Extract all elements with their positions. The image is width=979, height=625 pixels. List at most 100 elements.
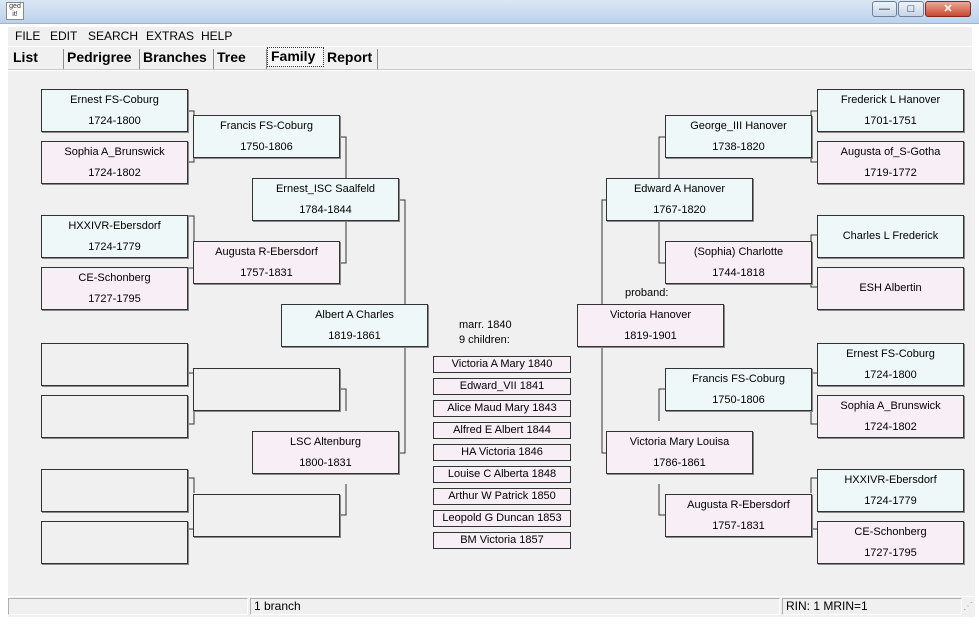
person-dates: 1784-1844 bbox=[299, 204, 352, 216]
child-box[interactable]: Louise C Alberta 1848 bbox=[433, 466, 571, 483]
resize-grip-icon[interactable]: ⋰ bbox=[963, 601, 973, 612]
empty-person-box[interactable] bbox=[41, 343, 188, 386]
person-box[interactable]: Victoria Mary Louisa 1786-1861 bbox=[606, 431, 753, 474]
person-name: Victoria Hanover bbox=[609, 309, 692, 321]
app-icon: ged it! bbox=[6, 2, 24, 20]
wife-box[interactable]: Victoria Hanover 1819-1901 bbox=[577, 304, 724, 347]
proband-label: proband: bbox=[625, 287, 669, 299]
person-dates: 1727-1795 bbox=[88, 293, 141, 305]
family-canvas: Ernest FS-Coburg 1724-1800 Sophia A_Brun… bbox=[8, 71, 975, 596]
husband-box[interactable]: Albert A Charles 1819-1861 bbox=[281, 304, 428, 347]
person-box[interactable]: Augusta of_S-Gotha 1719-1772 bbox=[817, 141, 964, 184]
person-box[interactable]: Sophia A_Brunswick 1724-1802 bbox=[817, 395, 964, 438]
child-box[interactable]: Alice Maud Mary 1843 bbox=[433, 400, 571, 417]
maximize-button[interactable]: □ bbox=[898, 1, 924, 17]
person-name: Victoria Mary Louisa bbox=[629, 436, 730, 448]
tab-branches[interactable]: Branches bbox=[140, 49, 214, 69]
person-name: Augusta R-Ebersdorf bbox=[687, 499, 790, 511]
person-dates: 1757-1831 bbox=[712, 520, 765, 532]
empty-person-box[interactable] bbox=[193, 368, 340, 411]
person-name: HXXIVR-Ebersdorf bbox=[68, 220, 161, 232]
person-box[interactable]: Ernest FS-Coburg 1724-1800 bbox=[817, 343, 964, 386]
empty-person-box[interactable] bbox=[41, 521, 188, 564]
person-name: Sophia A_Brunswick bbox=[64, 146, 165, 158]
person-box[interactable]: Frederick L Hanover 1701-1751 bbox=[817, 89, 964, 132]
person-dates: 1800-1831 bbox=[299, 457, 352, 469]
children-count: 9 children: bbox=[459, 334, 510, 346]
person-box[interactable]: HXXIVR-Ebersdorf 1724-1779 bbox=[817, 469, 964, 512]
tab-bar: List Pedrigree Branches Tree Family Repo… bbox=[8, 47, 972, 70]
tab-list[interactable]: List bbox=[10, 49, 64, 69]
child-box[interactable]: Edward_VII 1841 bbox=[433, 378, 571, 395]
child-box[interactable]: Leopold G Duncan 1853 bbox=[433, 510, 571, 527]
person-dates: 1724-1802 bbox=[864, 421, 917, 433]
menu-edit[interactable]: EDIT bbox=[50, 29, 78, 43]
person-box[interactable]: CE-Schonberg 1727-1795 bbox=[817, 521, 964, 564]
status-record-ids: RIN: 1 MRIN=1 bbox=[782, 598, 962, 615]
person-box[interactable]: HXXIVR-Ebersdorf 1724-1779 bbox=[41, 215, 188, 258]
empty-person-box[interactable] bbox=[41, 395, 188, 438]
person-name: Francis FS-Coburg bbox=[692, 373, 785, 385]
person-name: (Sophia) Charlotte bbox=[693, 246, 784, 258]
person-name: Ernest FS-Coburg bbox=[70, 94, 159, 106]
person-dates: 1738-1820 bbox=[712, 141, 765, 153]
person-box[interactable]: Augusta R-Ebersdorf 1757-1831 bbox=[665, 494, 812, 537]
menu-help[interactable]: HELP bbox=[201, 29, 233, 43]
menu-bar: FILE EDIT SEARCH EXTRAS HELP bbox=[8, 27, 972, 46]
person-dates: 1819-1861 bbox=[328, 330, 381, 342]
person-dates: 1724-1779 bbox=[864, 495, 917, 507]
person-box[interactable]: Francis FS-Coburg 1750-1806 bbox=[193, 115, 340, 158]
person-name: Augusta R-Ebersdorf bbox=[215, 246, 318, 258]
person-box[interactable]: Ernest FS-Coburg 1724-1800 bbox=[41, 89, 188, 132]
person-name: CE-Schonberg bbox=[78, 272, 151, 284]
person-dates: 1719-1772 bbox=[864, 167, 917, 179]
empty-person-box[interactable] bbox=[193, 494, 340, 537]
close-button[interactable]: ✕ bbox=[925, 1, 971, 17]
person-box[interactable]: LSC Altenburg 1800-1831 bbox=[252, 431, 399, 474]
person-dates: 1786-1861 bbox=[653, 457, 706, 469]
person-box[interactable]: Francis FS-Coburg 1750-1806 bbox=[665, 368, 812, 411]
person-name: Sophia A_Brunswick bbox=[840, 400, 941, 412]
child-box[interactable]: BM Victoria 1857 bbox=[433, 532, 571, 549]
person-dates: 1724-1800 bbox=[864, 369, 917, 381]
empty-person-box[interactable] bbox=[41, 469, 188, 512]
tab-pedrigree[interactable]: Pedrigree bbox=[64, 49, 140, 69]
minimize-button[interactable]: — bbox=[872, 1, 897, 17]
child-box[interactable]: HA Victoria 1846 bbox=[433, 444, 571, 461]
tab-tree[interactable]: Tree bbox=[214, 49, 267, 69]
child-box[interactable]: Victoria A Mary 1840 bbox=[433, 356, 571, 373]
person-dates: 1727-1795 bbox=[864, 547, 917, 559]
person-name: George_III Hanover bbox=[690, 120, 787, 132]
person-box[interactable]: Augusta R-Ebersdorf 1757-1831 bbox=[193, 241, 340, 284]
person-dates: 1701-1751 bbox=[864, 115, 917, 127]
person-name: CE-Schonberg bbox=[854, 526, 927, 538]
person-dates: 1757-1831 bbox=[240, 267, 293, 279]
person-dates: 1744-1818 bbox=[712, 267, 765, 279]
tab-report[interactable]: Report bbox=[324, 49, 378, 69]
tab-family[interactable]: Family bbox=[267, 47, 324, 67]
person-dates: 1750-1806 bbox=[240, 141, 293, 153]
person-box[interactable]: Charles L Frederick bbox=[817, 215, 964, 258]
person-box[interactable]: Sophia A_Brunswick 1724-1802 bbox=[41, 141, 188, 184]
person-box[interactable]: ESH Albertin bbox=[817, 267, 964, 310]
title-bar: ged it! — □ ✕ bbox=[0, 0, 979, 24]
person-name: Frederick L Hanover bbox=[840, 94, 941, 106]
person-box[interactable]: (Sophia) Charlotte 1744-1818 bbox=[665, 241, 812, 284]
person-box[interactable]: CE-Schonberg 1727-1795 bbox=[41, 267, 188, 310]
person-name: Ernest_ISC Saalfeld bbox=[275, 183, 376, 195]
status-branch-count: 1 branch bbox=[250, 598, 780, 615]
person-dates: 1724-1800 bbox=[88, 115, 141, 127]
menu-search[interactable]: SEARCH bbox=[88, 29, 139, 43]
person-name: Charles L Frederick bbox=[842, 230, 939, 242]
person-dates: 1724-1779 bbox=[88, 241, 141, 253]
child-box[interactable]: Arthur W Patrick 1850 bbox=[433, 488, 571, 505]
menu-file[interactable]: FILE bbox=[15, 29, 41, 43]
child-box[interactable]: Alfred E Albert 1844 bbox=[433, 422, 571, 439]
person-box[interactable]: George_III Hanover 1738-1820 bbox=[665, 115, 812, 158]
person-box[interactable]: Edward A Hanover 1767-1820 bbox=[606, 178, 753, 221]
menu-extras[interactable]: EXTRAS bbox=[146, 29, 195, 43]
person-box[interactable]: Ernest_ISC Saalfeld 1784-1844 bbox=[252, 178, 399, 221]
person-name: Albert A Charles bbox=[315, 309, 394, 321]
person-dates: 1819-1901 bbox=[624, 330, 677, 342]
person-name: Francis FS-Coburg bbox=[220, 120, 313, 132]
